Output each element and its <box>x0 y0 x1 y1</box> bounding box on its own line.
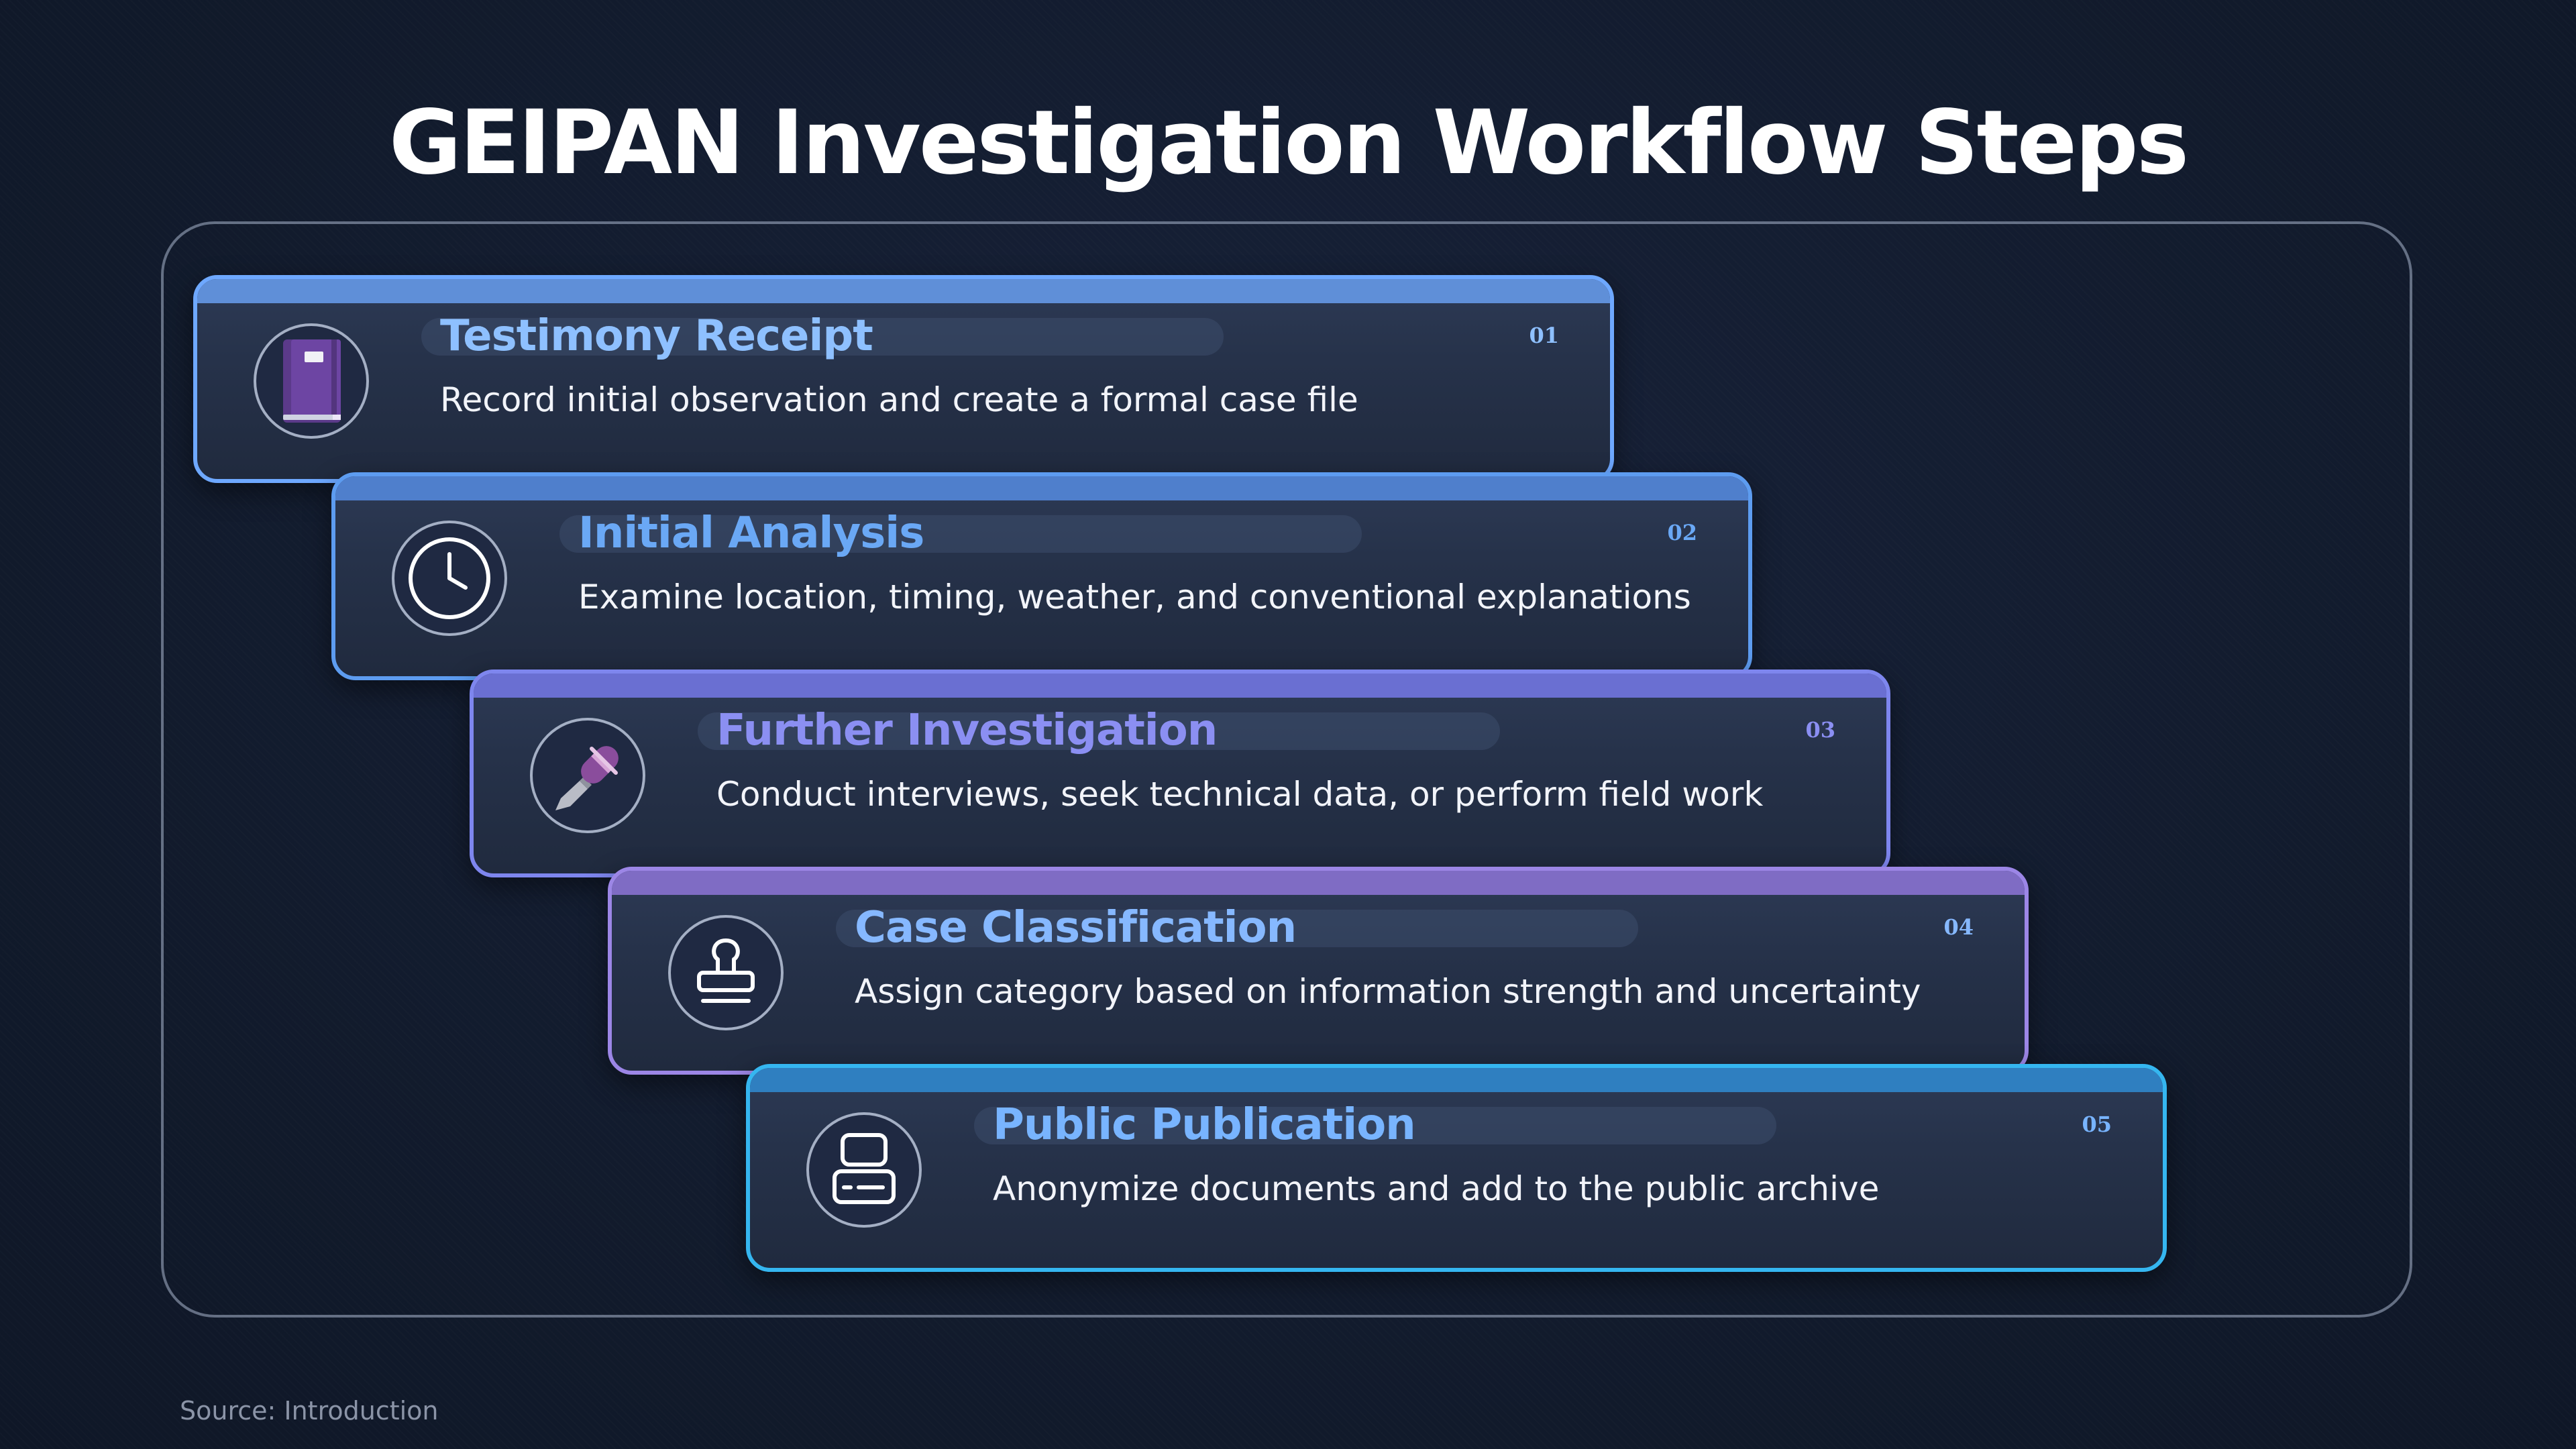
icon-ring <box>668 915 784 1030</box>
page-title: GEIPAN Investigation Workflow Steps <box>388 91 2189 195</box>
step-title: Further Investigation <box>716 706 1218 755</box>
card-top-bar <box>612 871 2025 895</box>
step-description: Examine location, timing, weather, and c… <box>578 578 1691 616</box>
card-top-bar <box>750 1068 2163 1092</box>
step-card-2: Initial Analysis Examine location, timin… <box>331 472 1752 680</box>
step-number: 05 <box>2082 1112 2112 1137</box>
step-title: Testimony Receipt <box>440 311 873 361</box>
step-title: Case Classification <box>855 903 1297 953</box>
step-description: Conduct interviews, seek technical data,… <box>716 775 1764 814</box>
card-top-bar <box>474 674 1886 698</box>
workflow-frame <box>161 221 2412 1318</box>
step-number: 02 <box>1667 520 1697 545</box>
title-highlight <box>698 712 1500 750</box>
stamp-icon <box>697 938 755 1003</box>
clock-icon <box>409 537 490 619</box>
step-card-5: Public Publication Anonymize documents a… <box>746 1064 2167 1272</box>
step-description: Anonymize documents and add to the publi… <box>993 1169 1880 1208</box>
step-card-4: Case Classification Assign category base… <box>608 867 2029 1075</box>
step-card-1: Testimony Receipt Record initial observa… <box>193 275 1614 483</box>
step-description: Assign category based on information str… <box>855 972 1921 1011</box>
microphone-icon <box>555 746 619 810</box>
step-title: Initial Analysis <box>578 508 924 558</box>
step-number: 04 <box>1943 914 1974 940</box>
title-highlight <box>836 910 1638 947</box>
title-highlight <box>559 515 1362 553</box>
card-top-bar <box>197 279 1610 303</box>
step-title: Public Publication <box>993 1100 1416 1150</box>
title-highlight <box>974 1107 1776 1144</box>
step-number: 03 <box>1805 717 1835 743</box>
step-number: 01 <box>1529 323 1559 348</box>
icon-ring <box>530 718 645 833</box>
source-note: Source: Introduction <box>180 1396 439 1426</box>
icon-ring <box>254 323 369 439</box>
step-card-3: Further Investigation Conduct interviews… <box>470 669 1890 877</box>
card-top-bar <box>335 476 1748 500</box>
archive-icon <box>833 1133 896 1204</box>
title-highlight <box>421 318 1224 356</box>
step-description: Record initial observation and create a … <box>440 380 1358 419</box>
icon-ring <box>806 1112 922 1228</box>
icon-ring <box>392 521 507 636</box>
book-icon <box>283 339 341 423</box>
